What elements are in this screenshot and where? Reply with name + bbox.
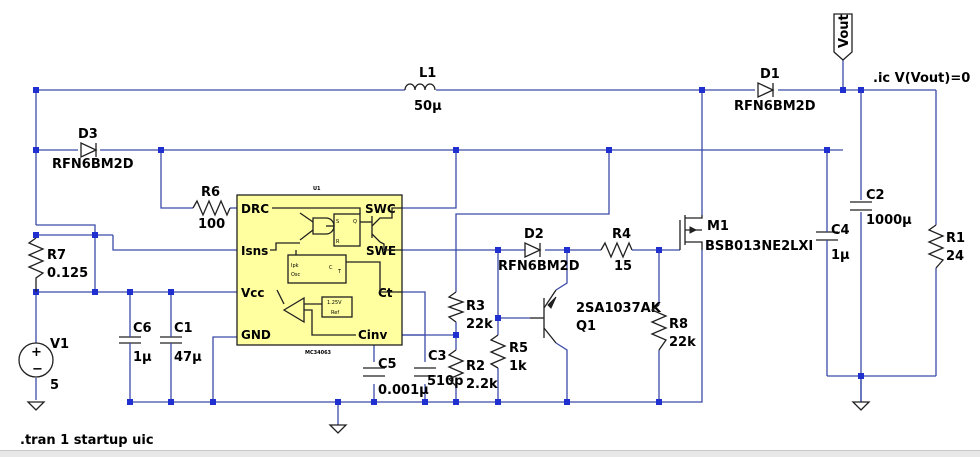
svg-text:+: + bbox=[31, 345, 42, 360]
u1-ref: U1 bbox=[313, 186, 321, 192]
ground-symbols bbox=[328, 401, 871, 434]
resistor-r7[interactable]: R7 0.125 bbox=[27, 237, 88, 292]
r8-ref: R8 bbox=[669, 317, 688, 332]
resistor-r6[interactable]: R6 100 bbox=[192, 185, 231, 232]
junctions bbox=[33, 87, 864, 405]
svg-text:−: − bbox=[32, 362, 43, 377]
pin-swe: SWE bbox=[366, 244, 396, 258]
resistor-r4[interactable]: R4 15 bbox=[600, 227, 633, 274]
capacitor-c4[interactable]: C4 1µ bbox=[816, 223, 850, 263]
u1-internal-diagram: S Q R Ipk Osc C T 1.25V Ref bbox=[270, 207, 402, 336]
wires bbox=[35, 60, 937, 425]
ic-directive[interactable]: .ic V(Vout)=0 bbox=[873, 71, 970, 86]
pin-ct: Ct bbox=[378, 286, 393, 300]
c6-value: 1µ bbox=[133, 350, 152, 365]
q1-part: 2SA1037AK bbox=[576, 301, 662, 316]
resistor-r8[interactable]: R8 22k bbox=[650, 304, 696, 351]
vout-net-label[interactable]: Vout bbox=[833, 13, 853, 61]
v1-value: 5 bbox=[50, 378, 59, 393]
d3-value: RFN6BM2D bbox=[52, 157, 134, 172]
pin-gnd: GND bbox=[241, 328, 271, 342]
d2-value: RFN6BM2D bbox=[498, 259, 580, 274]
pin-swc: SWC bbox=[365, 202, 396, 216]
v1-ref: V1 bbox=[50, 337, 69, 352]
r5-ref: R5 bbox=[509, 341, 528, 356]
u1-part: MC34063 bbox=[305, 350, 332, 356]
svg-text:R: R bbox=[336, 239, 340, 245]
mosfet-m1[interactable]: M1 BSB013NE2LXI bbox=[679, 215, 813, 254]
r6-value: 100 bbox=[198, 217, 225, 232]
c2-value: 1000µ bbox=[866, 213, 912, 228]
resistor-r3[interactable]: R3 22k bbox=[447, 291, 493, 332]
diode-d1[interactable]: D1 RFN6BM2D bbox=[734, 67, 816, 114]
d1-value: RFN6BM2D bbox=[734, 99, 816, 114]
d1-ref: D1 bbox=[760, 67, 780, 82]
r2-value: 2.2k bbox=[466, 377, 498, 392]
pin-drc: DRC bbox=[241, 202, 269, 216]
inductor-l1[interactable]: L1 50µ bbox=[404, 66, 442, 114]
svg-text:C: C bbox=[329, 265, 333, 271]
svg-text:Ref: Ref bbox=[331, 310, 339, 316]
c1-value: 47µ bbox=[174, 350, 202, 365]
m1-ref: M1 bbox=[707, 219, 729, 234]
r2-ref: R2 bbox=[466, 359, 485, 374]
r7-value: 0.125 bbox=[47, 266, 88, 281]
r3-ref: R3 bbox=[466, 299, 485, 314]
r5-value: 1k bbox=[509, 359, 527, 374]
pin-vcc: Vcc bbox=[241, 286, 265, 300]
r8-value: 22k bbox=[669, 335, 696, 350]
ic-u1-mc34063[interactable]: U1 MC34063 DRC SWC Isns SWE Vcc Ct GND C… bbox=[236, 186, 403, 356]
resistor-r1[interactable]: R1 24 bbox=[927, 224, 965, 269]
capacitor-c1[interactable]: C1 47µ bbox=[160, 321, 202, 365]
c2-ref: C2 bbox=[866, 188, 885, 203]
pin-isns: Isns bbox=[241, 244, 268, 258]
c1-ref: C1 bbox=[174, 321, 193, 336]
r1-value: 24 bbox=[946, 249, 964, 264]
svg-text:T: T bbox=[337, 269, 342, 275]
c3-value: 510p bbox=[427, 374, 463, 389]
resistor-r5[interactable]: R5 1k bbox=[489, 334, 528, 374]
svg-text:Q: Q bbox=[353, 219, 357, 225]
q1-ref: Q1 bbox=[576, 319, 596, 334]
voltage-source-v1[interactable]: + − V1 5 bbox=[18, 337, 69, 393]
l1-value: 50µ bbox=[414, 99, 442, 114]
m1-value: BSB013NE2LXI bbox=[705, 239, 813, 254]
c4-value: 1µ bbox=[831, 248, 850, 263]
r4-value: 15 bbox=[614, 259, 632, 274]
svg-text:Osc: Osc bbox=[291, 272, 301, 278]
c6-ref: C6 bbox=[133, 321, 152, 336]
c3-ref: C3 bbox=[428, 349, 447, 364]
r7-ref: R7 bbox=[47, 248, 66, 263]
r6-ref: R6 bbox=[201, 185, 220, 200]
ground-symbol bbox=[26, 401, 46, 411]
c5-ref: C5 bbox=[378, 357, 397, 372]
transistor-q1[interactable]: 2SA1037AK Q1 bbox=[530, 289, 662, 344]
diode-d2[interactable]: D2 RFN6BM2D bbox=[498, 227, 580, 274]
r4-ref: R4 bbox=[612, 227, 631, 242]
d2-ref: D2 bbox=[524, 227, 544, 242]
status-strip bbox=[0, 450, 980, 457]
svg-text:1.25V: 1.25V bbox=[327, 300, 342, 306]
svg-text:Ipk: Ipk bbox=[291, 263, 299, 269]
d3-ref: D3 bbox=[78, 127, 98, 142]
diode-d3[interactable]: D3 RFN6BM2D bbox=[52, 127, 134, 172]
capacitor-c6[interactable]: C6 1µ bbox=[119, 321, 152, 370]
svg-text:S: S bbox=[336, 219, 339, 225]
c4-ref: C4 bbox=[831, 223, 850, 238]
tran-directive[interactable]: .tran 1 startup uic bbox=[20, 433, 154, 448]
capacitor-c5[interactable]: C5 0.001µ bbox=[363, 357, 429, 398]
r3-value: 22k bbox=[466, 317, 493, 332]
r1-ref: R1 bbox=[946, 231, 965, 246]
c5-value: 0.001µ bbox=[378, 383, 429, 398]
pin-cinv: Cinv bbox=[358, 328, 387, 342]
resistor-r2[interactable]: R2 2.2k bbox=[447, 349, 498, 392]
svg-text:Vout: Vout bbox=[837, 14, 852, 48]
l1-ref: L1 bbox=[419, 66, 436, 81]
capacitor-c2[interactable]: C2 1000µ bbox=[850, 188, 912, 228]
